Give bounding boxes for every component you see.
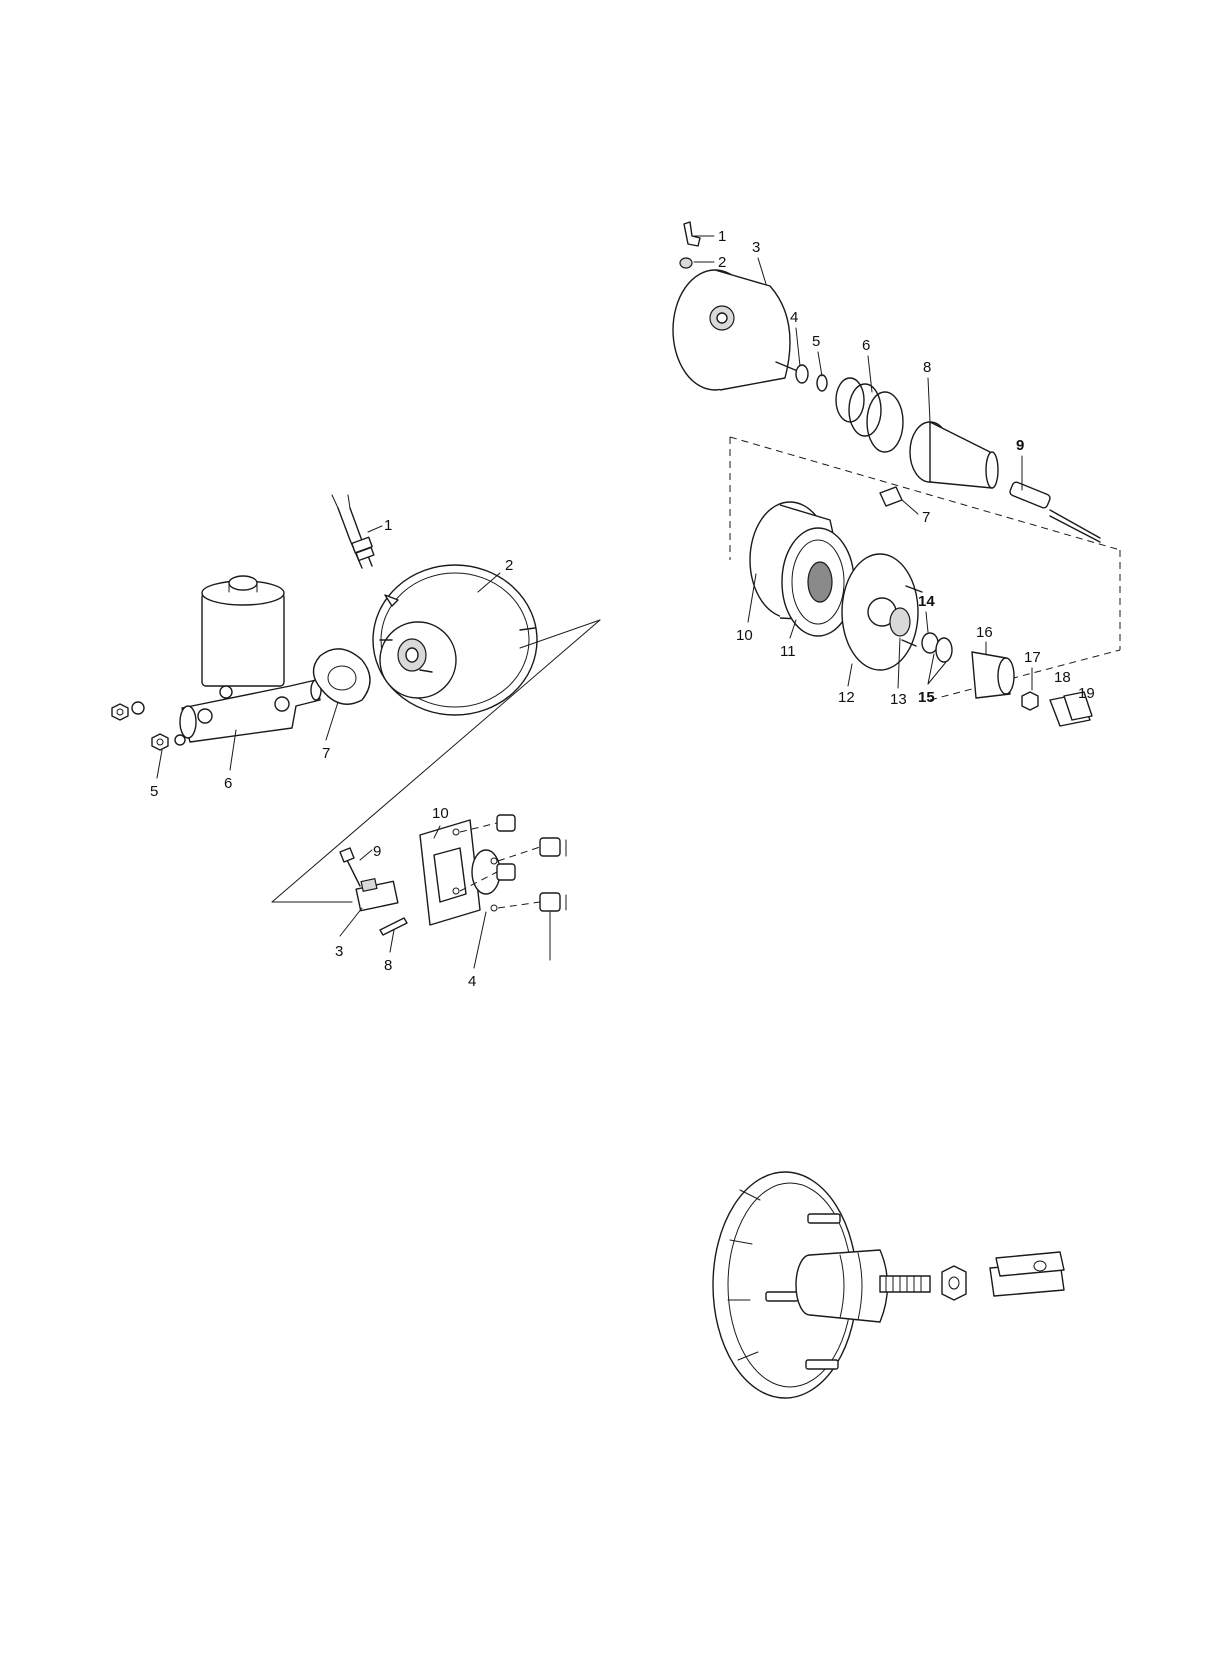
check-valve-fitting — [684, 222, 700, 246]
master-cylinder-body — [180, 680, 321, 742]
diaphragm-plate — [842, 554, 922, 670]
dust-boot-rear — [796, 1250, 888, 1322]
callout-right-16: 16 — [976, 624, 993, 641]
callout-right-3: 3 — [752, 239, 760, 256]
mounting-nuts — [112, 702, 185, 750]
booster-gasket — [313, 649, 370, 704]
brake-booster-body — [373, 565, 537, 715]
valve-body — [910, 422, 998, 488]
brake-fluid-reservoir — [202, 576, 284, 686]
callout-left-10: 10 — [432, 805, 449, 822]
callout-left-8: 8 — [384, 957, 392, 974]
grommet — [680, 258, 692, 268]
diagram-left-brake-booster-assembly: 1 2 5 6 7 10 9 3 8 4 — [112, 495, 600, 990]
push-rod-threaded — [880, 1276, 930, 1292]
diagram-right-booster-exploded-view: 1 2 3 4 5 6 8 9 7 10 11 12 13 14 15 16 1… — [673, 222, 1120, 726]
push-rod-clevis — [340, 848, 398, 911]
callout-right-10: 10 — [736, 627, 753, 644]
callout-right-7: 7 — [922, 509, 930, 526]
operating-rod — [1009, 481, 1100, 542]
front-shell — [673, 270, 790, 390]
callout-right-19: 19 — [1078, 685, 1095, 702]
callout-right-11: 11 — [780, 643, 796, 660]
callout-right-9: 9 — [1016, 437, 1024, 454]
valve-key — [880, 487, 902, 506]
callout-right-2: 2 — [718, 254, 726, 271]
diaphragm-spring — [836, 378, 903, 452]
callout-left-2: 2 — [505, 557, 513, 574]
callout-right-15: 15 — [918, 689, 935, 706]
callout-right-1: 1 — [718, 228, 726, 245]
diagram-bottom-booster-rear-view — [713, 1172, 1064, 1398]
dust-boot — [972, 652, 1014, 698]
callout-right-14: 14 — [918, 593, 935, 610]
callout-left-9: 9 — [373, 843, 381, 860]
callout-right-4: 4 — [790, 309, 798, 326]
callout-left-4: 4 — [468, 973, 476, 990]
callout-right-6: 6 — [862, 337, 870, 354]
callout-left-3: 3 — [335, 943, 343, 960]
seal-b — [936, 638, 952, 662]
vacuum-hose — [332, 495, 374, 568]
callout-left-6: 6 — [224, 775, 232, 792]
callout-right-12: 12 — [838, 689, 855, 706]
callout-right-18: 18 — [1054, 669, 1071, 686]
callout-left-5: 5 — [150, 783, 158, 800]
lock-nut-rear — [942, 1266, 966, 1300]
callout-left-7: 7 — [322, 745, 330, 762]
hub — [890, 608, 910, 636]
clevis-rear — [990, 1252, 1064, 1296]
callout-right-5: 5 — [812, 333, 820, 350]
callout-right-17: 17 — [1024, 649, 1041, 666]
booster-mounting-plate — [420, 820, 500, 925]
callout-right-13: 13 — [890, 691, 907, 708]
rod-seal — [817, 375, 827, 391]
callout-right-8: 8 — [923, 359, 931, 376]
callout-left-1: 1 — [384, 517, 392, 534]
lock-nut — [1022, 692, 1038, 710]
